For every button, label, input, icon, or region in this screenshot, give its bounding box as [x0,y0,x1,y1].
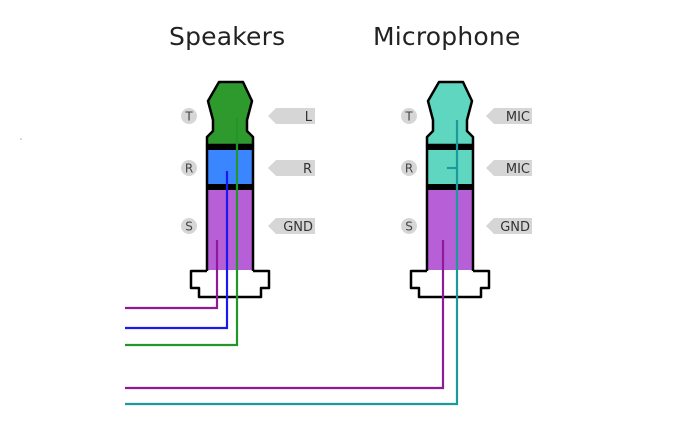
pin-badge-t: T [181,108,197,124]
wire-speakers-gnd [125,240,219,310]
mic-pin-badge-s: S [401,218,417,234]
speakers-ring [207,150,253,185]
speakers-title: Speakers [169,22,286,51]
svg-text:S: S [185,220,193,234]
mic-sleeve [427,188,473,270]
mic-pin-badge-t: T [401,108,417,124]
svg-text:GND: GND [283,220,313,235]
microphone-plug [409,80,491,299]
svg-text:L: L [305,110,313,125]
microphone-title: Microphone [373,22,521,51]
speakers-insulator-1 [207,144,253,150]
mic-insulator-2 [427,184,473,190]
speakers-insulator-2 [207,184,253,190]
pin-badge-r: R [181,160,197,176]
wire-speakers-right [125,171,229,330]
mic-signal-labels: MIC MIC GND [486,108,532,235]
signal-tag-right: R [268,160,315,177]
microphone-wires [125,120,459,406]
stray-dot [20,138,22,140]
signal-tag-gnd: GND [268,218,315,235]
speakers-tip [205,80,255,147]
speakers-sleeve [207,188,253,270]
svg-text:T: T [184,110,193,124]
speakers-housing [189,269,271,299]
svg-text:S: S [405,220,413,234]
speakers-wires [125,118,239,347]
wire-mic-gnd [125,240,445,390]
wire-mic-signal [125,120,459,406]
svg-text:R: R [405,162,413,176]
pin-badge-s: S [181,218,197,234]
mic-signal-tag-gnd: GND [486,218,532,235]
mic-signal-tag-tip: MIC [486,108,532,125]
signal-tag-left: L [268,108,315,125]
svg-text:MIC: MIC [506,110,530,125]
mic-pin-badge-r: R [401,160,417,176]
mic-tip [425,80,475,147]
svg-text:R: R [185,162,193,176]
speakers-signal-labels: L R GND [268,108,315,235]
mic-pin-labels: T R S [401,108,417,234]
wire-speakers-left [125,118,239,347]
mic-signal-tag-ring: MIC [486,160,532,177]
svg-text:MIC: MIC [506,162,530,177]
svg-text:GND: GND [500,220,530,235]
svg-text:T: T [404,110,413,124]
mic-insulator-1 [427,144,473,150]
speakers-pin-labels: T R S [181,108,197,234]
speakers-plug [189,80,271,299]
svg-text:R: R [303,162,312,177]
mic-housing [409,269,491,299]
